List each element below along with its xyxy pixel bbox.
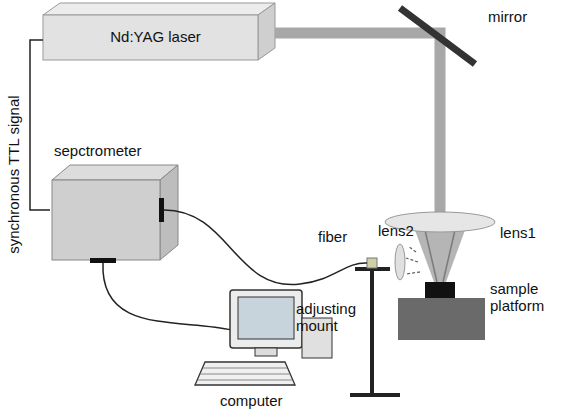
laser-top [43,3,275,15]
fiber-tip [367,258,377,268]
lens2-symbol [395,244,405,280]
spectrometer-side [160,165,178,260]
signal-label: synchronous TTL signal [4,96,21,254]
beam-edge [425,230,455,282]
mirror-symbol [400,8,475,64]
part-label: mirror [488,8,568,25]
monitor-stand [255,348,277,356]
mount-base [350,393,400,397]
part-label: computer [220,392,310,409]
keys [198,368,292,380]
emission [406,246,420,274]
spectrometer-front [52,180,160,260]
laser-box: Nd:YAG laser [43,15,268,60]
mount-post [370,268,374,395]
usb-port [90,258,116,263]
data-cable [103,263,232,330]
part-label: lens1 [500,224,570,241]
monitor [230,290,302,348]
sample-platform [398,298,485,340]
part-label: lens2 [378,222,438,239]
node-label: Nd:YAG laser [43,28,268,45]
part-label: sample platform [490,280,570,315]
spectrometer-box: sepctrometer [50,140,190,262]
laser-side [258,3,275,60]
sample [425,282,455,298]
part-label: fiber [318,228,364,245]
node-label: sepctrometer [50,142,190,159]
signal-line [30,40,50,210]
laser-beam [275,33,440,215]
keyboard [195,362,295,385]
screen [238,297,294,339]
spectrometer-top [52,165,178,180]
part-label: adjusting mount [296,300,366,335]
fiber-cable [164,210,367,285]
fiber-port [159,198,164,222]
